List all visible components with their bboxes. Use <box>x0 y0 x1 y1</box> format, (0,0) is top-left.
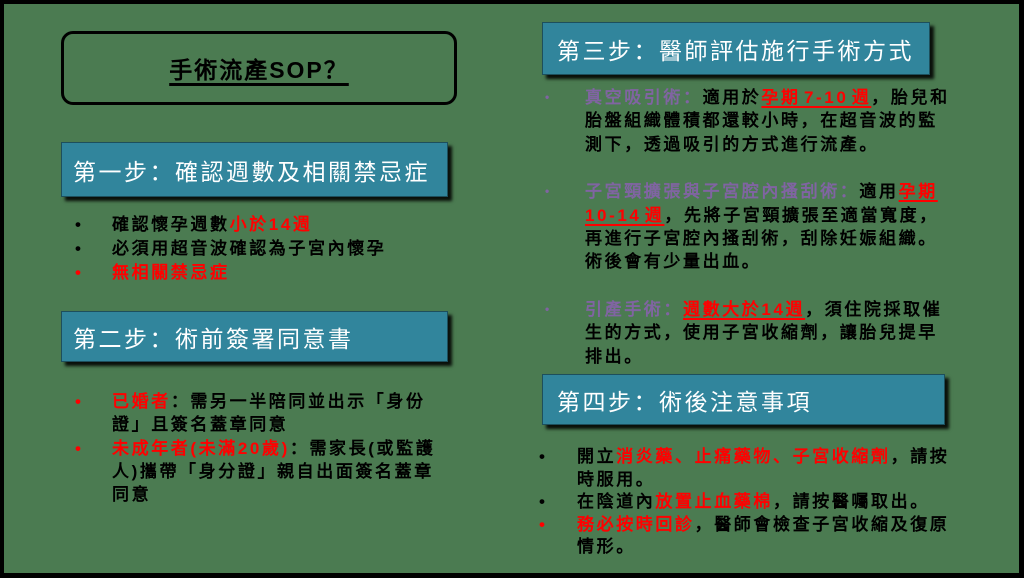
step-2-list: • 已婚者：需另一半陪同並出示「身份證」且簽名蓋章同意 • 未成年者(未滿20歲)：… <box>75 390 440 506</box>
step-2-header: 第二步：術前簽署同意書 <box>61 311 448 362</box>
item-text: ，請按醫囑取出。 <box>773 492 930 512</box>
item-text: ，醫師會檢查子宮收縮及復原情形。 <box>577 514 950 557</box>
procedure-name: 真空吸引術： <box>585 88 703 107</box>
slide-background <box>4 4 1019 573</box>
procedure-name: 引產手術： <box>585 299 683 319</box>
bullet-icon: • <box>539 492 545 512</box>
item-emphasis-text: 週數大於14週 <box>683 299 806 319</box>
title-box: 手術流產SOP？ <box>61 31 457 105</box>
step-3-item-3: • 引產手術：週數大於14週，須住院採取催生的方式，使用子宮收縮劑，讓胎兒提早排出… <box>545 298 953 368</box>
step-2-item-2: • 未成年者(未滿20歲)：需家長(或監護人)攜帶「身分證」親自出面簽名蓋章同意 <box>75 437 440 507</box>
item-text: ，先將子宮頸擴張至適當寬度，再進行子宮腔內搔刮術，刮除妊娠組織。術後會有少量出血… <box>585 205 939 272</box>
item-text: 在陰道內 <box>577 492 656 512</box>
item-text: 開立 <box>577 447 617 466</box>
step-1-header: 第一步：確認週數及相關禁忌症 <box>61 142 448 197</box>
item-emphasis-text: 小於14週 <box>229 215 313 234</box>
item-emphasis-text: 已婚者 <box>112 392 171 411</box>
item-text: ，請按時服用。 <box>577 447 950 489</box>
item-emphasis-text: 孕期 7-10 週 <box>761 88 872 107</box>
step-3-header-label: 第三步：醫師評估施行手術方式 <box>557 37 914 64</box>
item-emphasis-text: 孕期 10-14 週 <box>585 182 938 225</box>
step-4-item-3: • 務必按時回診，醫師會檢查子宮收縮及復原情形。 <box>539 514 957 559</box>
step-1-item-3: • 無相關禁忌症 <box>75 261 475 285</box>
item-text: 必須用超音波確認為子宮內懷孕 <box>112 239 387 258</box>
step-3-item-2: • 子宮頸擴張與子宮腔內搔刮術：適用孕期 10-14 週，先將子宮頸擴張至適當寬度… <box>545 180 953 274</box>
item-emphasis-text: 消炎藥、止痛藥物、子宮收縮劑 <box>616 447 891 466</box>
item-emphasis-text: 無相關禁忌症 <box>112 263 230 282</box>
bullet-icon: • <box>539 447 545 466</box>
item-emphasis-text: 未成年者(未滿20歲) <box>112 438 290 458</box>
item-emphasis-text: 放置止血藥棉 <box>655 492 774 512</box>
step-1-item-1: • 確認懷孕週數小於14週 <box>75 213 475 237</box>
step-4-header: 第四步：術後注意事項 <box>542 374 945 425</box>
step-1-item-2: • 必須用超音波確認為子宮內懷孕 <box>75 237 475 261</box>
bullet-icon: • <box>75 239 81 258</box>
step-4-item-2: • 在陰道內放置止血藥棉，請按醫囑取出。 <box>539 491 957 514</box>
bullet-icon: • <box>75 392 81 411</box>
step-3-list: • 真空吸引術：適用於孕期 7-10 週，胎兒和胎盤組織體積都還較小時，在超音波的… <box>545 86 953 392</box>
step-4-header-label: 第四步：術後注意事項 <box>557 388 812 415</box>
step-2-item-1: • 已婚者：需另一半陪同並出示「身份證」且簽名蓋章同意 <box>75 390 440 437</box>
step-2-header-label: 第二步：術前簽署同意書 <box>73 325 354 352</box>
item-text: 確認懷孕週數 <box>112 215 230 234</box>
item-text: ：需家長(或監護人)攜帶「身分證」親自出面簽名蓋章同意 <box>112 438 436 505</box>
step-3-header: 第三步：醫師評估施行手術方式 <box>542 22 930 75</box>
step-1-header-label: 第一步：確認週數及相關禁忌症 <box>73 158 430 185</box>
item-text: ：需另一半陪同並出示「身份證」且簽名蓋章同意 <box>112 392 426 435</box>
bullet-icon: • <box>75 438 81 458</box>
bullet-icon: • <box>545 184 550 199</box>
procedure-name: 子宮頸擴張與子宮腔內搔刮術： <box>585 182 860 202</box>
bullet-icon: • <box>539 514 545 534</box>
item-text: ，胎兒和胎盤組織體積都還較小時，在超音波的監測下，透過吸引的方式進行流產。 <box>585 88 950 154</box>
bullet-icon: • <box>75 215 81 234</box>
page-title: 手術流產SOP？ <box>169 57 349 83</box>
item-text: 適用 <box>859 182 899 202</box>
step-3-item-1: • 真空吸引術：適用於孕期 7-10 週，胎兒和胎盤組織體積都還較小時，在超音波的… <box>545 86 953 156</box>
bullet-icon: • <box>75 263 81 282</box>
step-4-item-1: • 開立消炎藥、止痛藥物、子宮收縮劑，請按時服用。 <box>539 446 957 491</box>
step-4-list: • 開立消炎藥、止痛藥物、子宮收縮劑，請按時服用。 • 在陰道內放置止血藥棉，請按醫… <box>539 446 957 559</box>
bullet-icon: • <box>545 301 550 316</box>
item-text: 適用於 <box>702 88 762 107</box>
item-emphasis-text: 務必按時回診 <box>577 514 695 534</box>
item-text: ，須住院採取催生的方式，使用子宮收縮劑，讓胎兒提早排出。 <box>585 299 943 366</box>
bullet-icon: • <box>545 90 550 104</box>
step-1-list: • 確認懷孕週數小於14週 • 必須用超音波確認為子宮內懷孕 • 無相關禁忌症 <box>75 213 475 285</box>
